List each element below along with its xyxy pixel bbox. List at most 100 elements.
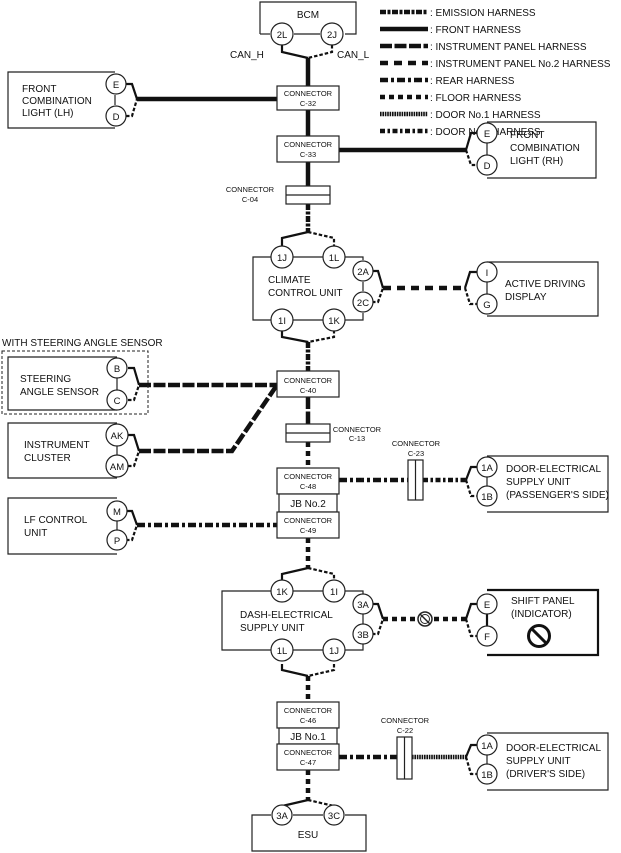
legend-label-door1: : DOOR No.1 HARNESS bbox=[430, 110, 541, 121]
prohibit-icon bbox=[417, 611, 433, 627]
svg-text:1I: 1I bbox=[330, 587, 338, 598]
wire-steering-b bbox=[128, 366, 141, 386]
svg-text:CLUSTER: CLUSTER bbox=[24, 453, 71, 464]
wire-lf-m bbox=[126, 509, 139, 526]
svg-text:CONNECTOR: CONNECTOR bbox=[392, 439, 441, 448]
svg-text:C-47: C-47 bbox=[300, 758, 316, 767]
legend-label-rear: : REAR HARNESS bbox=[430, 76, 515, 87]
trunk-wires bbox=[280, 45, 336, 813]
unit-instrument-cluster: INSTRUMENT CLUSTER AK AM bbox=[7, 422, 129, 479]
pin-circle bbox=[322, 308, 346, 332]
pin-circle bbox=[270, 245, 294, 269]
pin-circle bbox=[476, 734, 498, 756]
svg-text:SUPPLY UNIT: SUPPLY UNIT bbox=[506, 756, 571, 767]
legend-label-floor: : FLOOR HARNESS bbox=[430, 93, 521, 104]
can-h-label: CAN_H bbox=[230, 50, 264, 61]
legend-label-ip: : INSTRUMENT PANEL HARNESS bbox=[430, 42, 587, 53]
bcm-label: BCM bbox=[297, 10, 319, 21]
wire-door-drv-1b bbox=[464, 756, 478, 776]
svg-text:E: E bbox=[484, 129, 490, 140]
svg-text:1L: 1L bbox=[277, 646, 288, 657]
svg-text:C-04: C-04 bbox=[242, 195, 258, 204]
esu-label: ESU bbox=[298, 830, 319, 841]
wire-lf-p bbox=[126, 524, 139, 542]
pin-circle bbox=[322, 638, 346, 662]
svg-text:LIGHT (RH): LIGHT (RH) bbox=[510, 156, 563, 167]
unit-bcm: BCM 2L 2J CAN_H CAN_L bbox=[230, 1, 370, 61]
svg-text:LIGHT (LH): LIGHT (LH) bbox=[22, 108, 74, 119]
svg-text:(INDICATOR): (INDICATOR) bbox=[511, 609, 572, 620]
pin-circle bbox=[476, 485, 498, 507]
pin-label: 2L bbox=[277, 30, 288, 41]
connector-c13: CONNECTOR C-13 bbox=[285, 423, 382, 443]
wire-climate-1j bbox=[280, 230, 309, 247]
wire-can-h bbox=[280, 45, 309, 60]
pin-circle bbox=[323, 804, 345, 826]
svg-text:COMBINATION: COMBINATION bbox=[22, 96, 92, 107]
svg-text:DOOR-ELECTRICAL: DOOR-ELECTRICAL bbox=[506, 743, 601, 754]
svg-text:CLIMATE: CLIMATE bbox=[268, 275, 311, 286]
pin-circle bbox=[352, 623, 374, 645]
wire-cluster-am bbox=[128, 450, 141, 468]
pin-circle bbox=[270, 22, 294, 46]
svg-text:DISPLAY: DISPLAY bbox=[505, 292, 547, 303]
wire-add-g bbox=[463, 287, 478, 306]
wire-dash-1k bbox=[280, 566, 309, 582]
connector-c04: CONNECTOR C-04 bbox=[226, 185, 331, 205]
pin-circle bbox=[320, 22, 344, 46]
wire-climate-1k bbox=[307, 330, 336, 344]
svg-text:1A: 1A bbox=[481, 741, 493, 752]
wire-fcl-rh-e bbox=[464, 131, 478, 151]
unit-front-combination-light-rh: FRONT COMBINATION LIGHT (RH) E D bbox=[476, 121, 597, 179]
connector-c23: CONNECTOR C-23 bbox=[392, 439, 441, 501]
wire-dash-1l bbox=[280, 664, 309, 678]
svg-text:(DRIVER'S SIDE): (DRIVER'S SIDE) bbox=[506, 769, 585, 780]
wire-door-drv-1a bbox=[464, 743, 478, 758]
svg-text:F: F bbox=[484, 632, 490, 643]
connector-c46 bbox=[276, 701, 340, 729]
legend: : EMISSION HARNESS : FRONT HARNESS : INS… bbox=[380, 8, 611, 138]
svg-text:CONNECTOR: CONNECTOR bbox=[284, 140, 333, 149]
pin-circle bbox=[106, 529, 128, 551]
svg-text:COMBINATION: COMBINATION bbox=[510, 143, 580, 154]
wire-dash-1j bbox=[307, 664, 336, 678]
pin-circle bbox=[476, 154, 498, 176]
svg-text:C-46: C-46 bbox=[300, 716, 316, 725]
junction-block-2: CONNECTOR C-48 JB No.2 CONNECTOR C-49 bbox=[276, 467, 340, 539]
junction-block-1: CONNECTOR C-46 JB No.1 CONNECTOR C-47 bbox=[276, 701, 340, 771]
svg-text:G: G bbox=[483, 300, 490, 311]
branch-wires bbox=[126, 82, 478, 776]
svg-text:C-48: C-48 bbox=[300, 482, 316, 491]
unit-door-electrical-supply-passenger: DOOR-ELECTRICAL SUPPLY UNIT (PASSENGER'S… bbox=[476, 455, 609, 513]
connector-c33: CONNECTOR C-33 bbox=[276, 135, 340, 163]
svg-text:CONNECTOR: CONNECTOR bbox=[284, 748, 333, 757]
wire-climate-2c bbox=[372, 287, 385, 304]
pin-circle bbox=[106, 357, 128, 379]
unit-climate-control: CLIMATE CONTROL UNIT 1J 1L 1I 1K 2A 2C bbox=[252, 245, 374, 332]
svg-text:1J: 1J bbox=[277, 253, 287, 264]
svg-text:CONNECTOR: CONNECTOR bbox=[333, 425, 382, 434]
svg-text:C-33: C-33 bbox=[300, 150, 316, 159]
svg-text:3C: 3C bbox=[328, 811, 340, 822]
wire-steering-c bbox=[128, 384, 141, 402]
svg-text:2C: 2C bbox=[357, 298, 369, 309]
svg-text:DOOR-ELECTRICAL: DOOR-ELECTRICAL bbox=[506, 464, 601, 475]
svg-text:FRONT: FRONT bbox=[22, 84, 56, 95]
pin-circle bbox=[476, 625, 498, 647]
connector-c47 bbox=[276, 743, 340, 771]
svg-text:2A: 2A bbox=[357, 267, 369, 278]
svg-text:C-13: C-13 bbox=[349, 434, 365, 443]
svg-text:3A: 3A bbox=[357, 600, 369, 611]
svg-text:STEERING: STEERING bbox=[20, 374, 71, 385]
svg-text:1K: 1K bbox=[328, 316, 340, 327]
unit-active-driving-display: ACTIVE DRIVING DISPLAY I G bbox=[476, 261, 599, 317]
wire-fcl-lh-d bbox=[126, 98, 139, 118]
svg-text:3B: 3B bbox=[357, 630, 369, 641]
svg-text:CONTROL UNIT: CONTROL UNIT bbox=[268, 288, 343, 299]
jb1-label: JB No.1 bbox=[290, 732, 326, 743]
wire-esu-3c bbox=[307, 798, 336, 813]
unit-lf-control: LF CONTROL UNIT M P bbox=[7, 497, 128, 555]
pin-circle bbox=[352, 593, 374, 615]
pin-circle bbox=[476, 293, 498, 315]
svg-text:1B: 1B bbox=[481, 492, 493, 503]
